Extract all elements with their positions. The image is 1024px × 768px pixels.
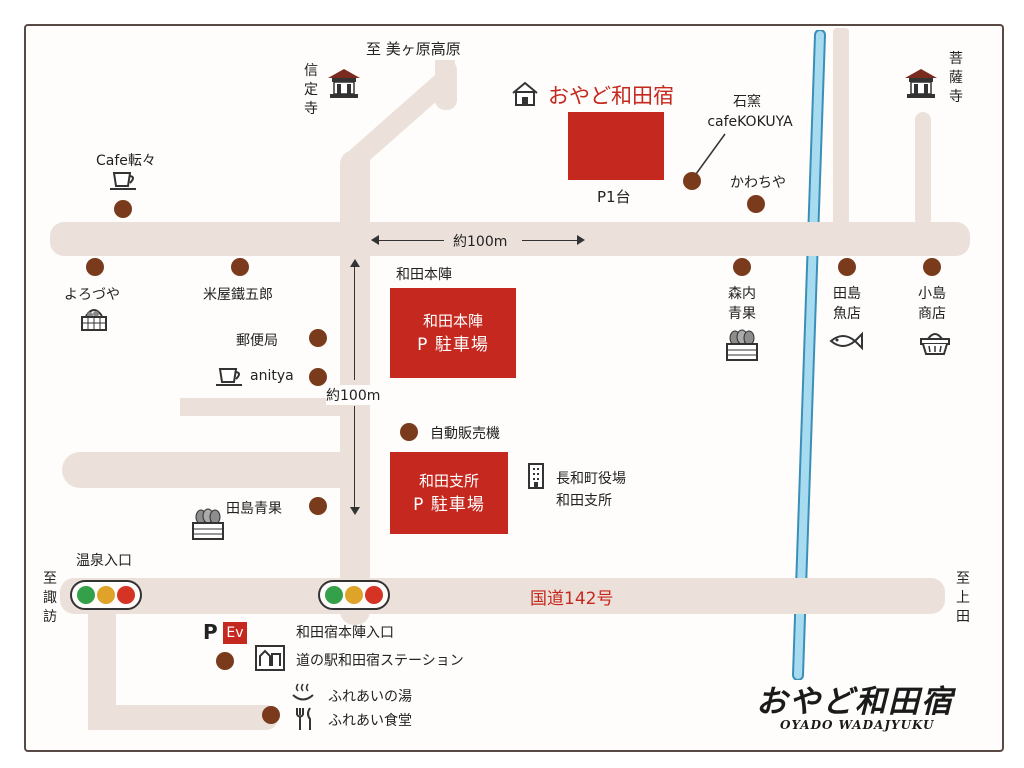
anitya-dot[interactable] <box>309 368 327 386</box>
honjin-parking-line2: P 駐車場 <box>417 335 489 355</box>
house-icon <box>512 81 538 106</box>
moriuchi-label: 森内青果 <box>728 286 756 322</box>
yoneya-label: 米屋鐵五郎 <box>203 287 273 303</box>
vending-dot[interactable] <box>400 423 418 441</box>
tajima-seika-label: 田島青果 <box>226 501 282 517</box>
road-sw-horizontal <box>88 705 278 730</box>
vending-label: 自動販売機 <box>430 426 500 442</box>
yoneya-dot[interactable] <box>231 258 249 276</box>
anitya-label: anitya <box>250 368 294 384</box>
inn-parking <box>568 112 664 180</box>
shisho-parking-line1: 和田支所 <box>418 472 479 490</box>
tajima-seika-dot[interactable] <box>309 497 327 515</box>
kawachiya-label: かわちや <box>730 175 786 191</box>
arrowhead-down-icon <box>350 507 360 515</box>
road-north-diagonal <box>350 60 455 170</box>
arrowhead-left-icon <box>371 235 379 245</box>
ishigama-dot[interactable] <box>683 172 701 190</box>
direction-north-label: 至 美ヶ原高原 <box>366 40 461 58</box>
ev-badge: Ev <box>223 622 247 644</box>
temple-icon <box>905 69 937 98</box>
signal-green-light <box>325 586 343 604</box>
distance-horizontal-label: 約100m <box>453 234 508 250</box>
fureai-dot[interactable] <box>262 706 280 724</box>
signal-red-light <box>365 586 383 604</box>
road-east-bodai <box>915 112 931 227</box>
wada-honjin-label: 和田本陣 <box>396 267 452 283</box>
map-frame <box>24 24 1004 752</box>
tajima-uoten-dot[interactable] <box>838 258 856 276</box>
kawachiya-dot[interactable] <box>747 195 765 213</box>
ev-p-label: P <box>203 620 218 644</box>
arrowhead-right-icon <box>577 235 585 245</box>
vegetable-crate-icon <box>726 329 758 361</box>
signal-red-light <box>117 586 135 604</box>
post-office-label: 郵便局 <box>236 333 278 349</box>
distance-arrow-down <box>354 406 355 512</box>
yorozuya-dot[interactable] <box>86 258 104 276</box>
moriuchi-dot[interactable] <box>733 258 751 276</box>
inn-name: おやど和田宿 <box>548 84 674 108</box>
temple-shinjo-label: 信定寺 <box>304 63 318 117</box>
shisho-parking-line2: P 駐車場 <box>413 495 485 515</box>
direction-west-label: 至諏訪 <box>43 571 57 625</box>
traffic-signal-west <box>70 580 142 610</box>
town-office-label-1: 長和町役場 <box>556 471 626 487</box>
brand-roman: OYADO WADAJYUKU <box>780 718 935 732</box>
distance-arrow-up <box>354 264 355 380</box>
road-main-horizontal <box>50 222 970 256</box>
ishigama-label-2: cafeKOKUYA <box>707 114 793 130</box>
fish-icon <box>829 331 863 351</box>
distance-arrow-right <box>522 240 582 241</box>
honjin-parking: 和田本陣 P 駐車場 <box>390 288 516 378</box>
direction-east-label: 至上田 <box>956 571 970 625</box>
michinoeki-label: 道の駅和田宿ステーション <box>296 653 464 669</box>
temple-bodai-label: 菩薩寺 <box>949 51 963 105</box>
temple-icon <box>328 69 360 98</box>
station-icon <box>255 645 285 671</box>
road-north-upper <box>435 60 457 110</box>
distance-arrow-left <box>372 240 444 241</box>
tajima-uoten-label: 田島魚店 <box>833 286 861 322</box>
onsen-entrance-label: 温泉入口 <box>76 553 132 569</box>
arrowhead-up-icon <box>350 259 360 267</box>
town-office-label-2: 和田支所 <box>556 493 612 509</box>
fureai-yu-label: ふれあいの湯 <box>328 689 412 705</box>
ishigama-label-1: 石窯 <box>733 94 761 110</box>
vegetable-crate-icon <box>192 508 224 540</box>
cafe-tenten-dot[interactable] <box>114 200 132 218</box>
inn-parking-note: P1台 <box>597 188 631 206</box>
building-icon <box>528 463 544 489</box>
kojima-dot[interactable] <box>923 258 941 276</box>
cafe-tenten-label: Cafe転々 <box>96 153 156 169</box>
hot-spring-icon <box>292 683 314 701</box>
michinoeki-dot[interactable] <box>216 652 234 670</box>
distance-vertical-label: 約100m <box>326 385 381 405</box>
honjin-parking-line1: 和田本陣 <box>422 312 483 330</box>
yorozuya-label: よろづや <box>64 287 120 303</box>
fureai-shokudo-label: ふれあい食堂 <box>328 713 412 729</box>
road-west-lower-spur <box>62 452 352 488</box>
signal-yellow-light <box>345 586 363 604</box>
honjin-entrance-label: 和田宿本陣入口 <box>296 625 394 641</box>
signal-green-light <box>77 586 95 604</box>
route-142-label: 国道142号 <box>530 589 614 609</box>
fork-knife-icon <box>296 707 311 730</box>
kojima-label: 小島商店 <box>918 286 946 322</box>
basket-icon <box>81 309 107 331</box>
traffic-signal-center <box>318 580 390 610</box>
brand-script: おやど和田宿 <box>756 684 954 720</box>
road-west-upper-spur <box>180 398 350 416</box>
post-office-dot[interactable] <box>309 329 327 347</box>
leader-line <box>695 133 726 175</box>
coffee-cup-icon <box>216 368 242 386</box>
coffee-cup-icon <box>110 172 136 190</box>
signal-yellow-light <box>97 586 115 604</box>
road-east-river <box>833 28 849 228</box>
shopping-basket-icon <box>920 333 950 355</box>
shisho-parking: 和田支所 P 駐車場 <box>390 452 508 534</box>
road-route-142 <box>60 578 945 614</box>
